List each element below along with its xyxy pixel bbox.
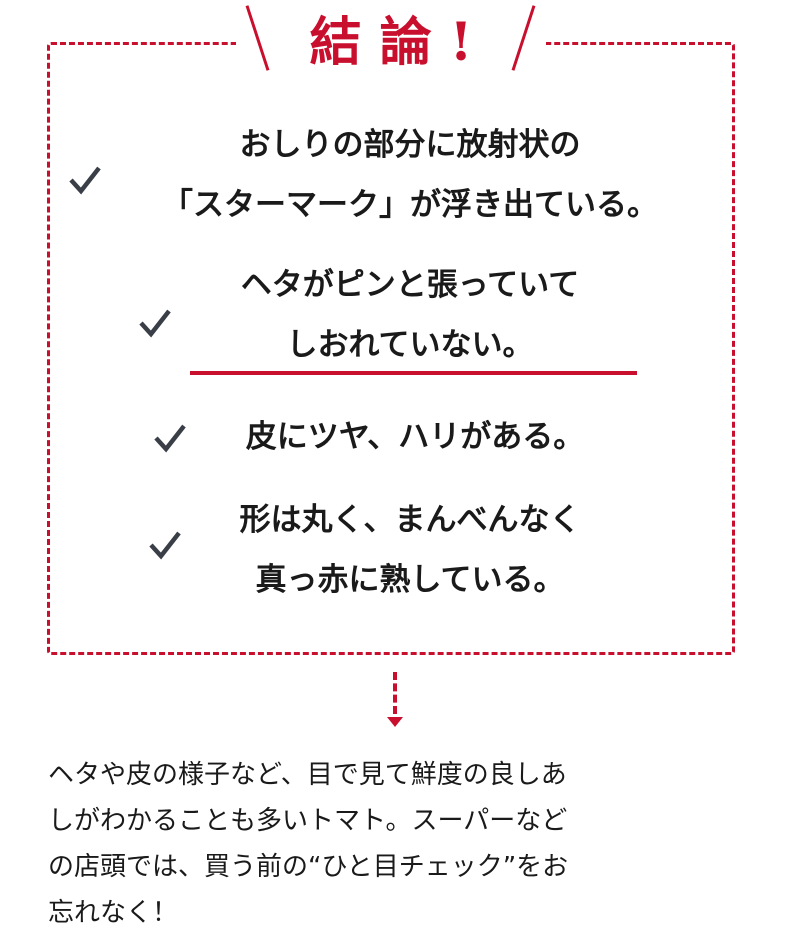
check-icon [154, 424, 186, 453]
checklist-item-1: おしりの部分に放射状の 「スターマーク」が浮き出ている。 [162, 127, 658, 223]
red-underline [190, 371, 637, 375]
checklist-item-3: 皮にツヤ、ハリがある。 [245, 419, 585, 455]
dotted-connector [393, 672, 397, 714]
arrow-down-icon [387, 717, 403, 727]
checklist-item-2: ヘタがピンと張っていて しおれていない。 [240, 267, 580, 363]
summary-paragraph: ヘタや皮の様子など、目で見て鮮度の良しあ しがわかることも多いトマト。スーパーな… [48, 760, 569, 928]
check-icon [139, 309, 171, 338]
check-icon [149, 531, 181, 560]
checklist-item-4: 形は丸く、まんべんなく 真っ赤に熟している。 [239, 502, 581, 598]
check-icon [69, 166, 101, 195]
conclusion-title: 結 論 ! [309, 12, 473, 73]
